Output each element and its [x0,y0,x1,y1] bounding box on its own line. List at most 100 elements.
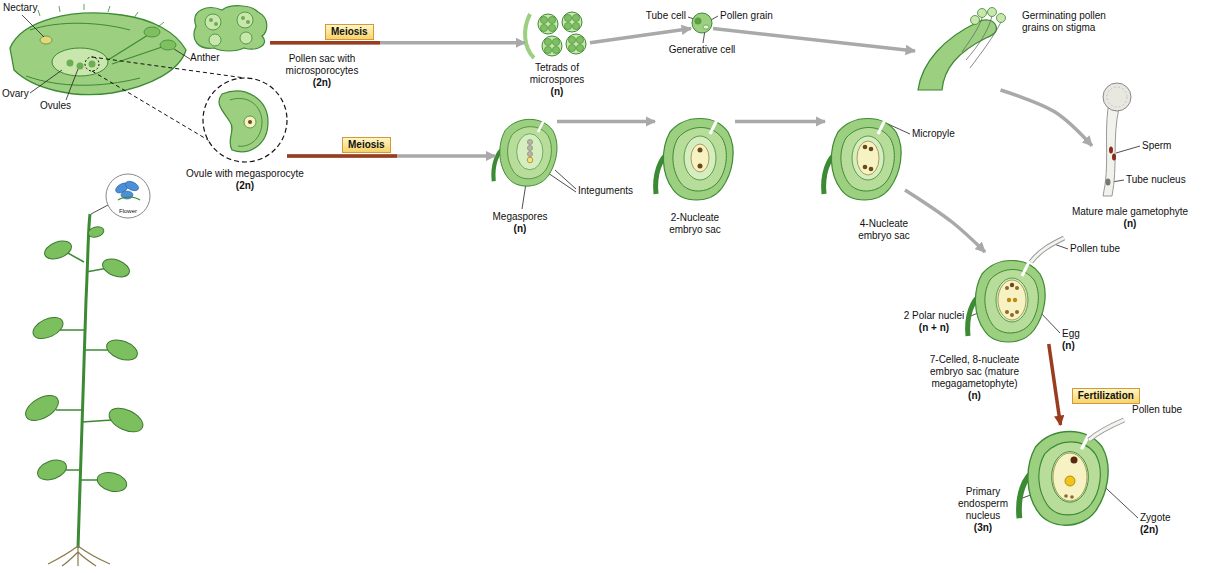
pollen-tube-figure [1103,108,1119,196]
stage-caption: Tube nucleus [1126,174,1201,186]
leader-lines [711,16,718,20]
part-label: Nectary [3,2,53,14]
mature-embryo-sac [1010,313,1014,317]
megaspore-ovule [527,157,533,163]
stigma [918,20,996,90]
stage-caption: 4-Nucleate embryo sac [848,218,920,242]
two-nucleate-ovule [698,148,703,153]
flower-section [40,36,52,44]
mature-embryo-sac [1010,283,1014,287]
ploidy-label: (2n) [185,180,305,192]
megaspore-ovule [527,151,532,156]
ploidy-label: (3n) [950,522,1016,534]
plant [21,390,62,425]
pollen-grain [695,18,702,25]
stage-caption: Zygote [1140,512,1200,524]
mature-embryo-sac [998,280,1026,320]
stage-caption: Ovule with megasporocyte [185,168,305,180]
plant [95,469,129,494]
pollen-grain [703,25,709,29]
stage-caption: Tube cell [630,10,686,22]
plant [118,197,140,200]
ploidy-label: (n) [912,390,1037,402]
flower-section [77,63,84,70]
plant [21,225,146,494]
stage-caption: Egg [1062,328,1102,340]
fertilized-ovule [1070,495,1074,499]
stage-caption: 2 Polar nuclei [903,310,965,322]
stage-arrow [735,121,825,122]
stage-caption: Micropyle [912,128,972,140]
pollen-sac [194,6,267,51]
microspore-tetrads [525,12,586,58]
stage-arrow [1001,90,1093,146]
stage-figure: Pollen sac with microsporocytes(2n) [190,6,270,52]
plant [42,238,74,263]
ploidy-label: (n) [480,223,560,235]
ploidy-label: (n) [1060,218,1200,230]
microspore-tetrads [566,34,586,54]
four-nucleate-ovule [863,145,868,150]
stage-arrow [557,121,655,122]
stage-arrow-line [557,120,655,124]
ovule-zoom [203,78,287,162]
part-label: Anther [190,52,234,64]
stage-caption: 7-Celled, 8-nucleate embryo sac (mature … [912,354,1037,390]
stage-arrow [287,155,495,156]
stage-arrow-line [713,29,915,52]
stigma [978,9,987,18]
stage-figure: Ovule with megasporocyte(2n) [203,78,287,162]
ovule-zoom [219,91,268,152]
pollen-grain [692,13,712,33]
stage-figure: Tetrads of microspores(n) [525,12,590,58]
pollen-grain [692,13,712,33]
two-nucleate-ovule [698,164,703,169]
flower-section [30,23,130,30]
plant [21,174,150,566]
stage-arrow-line [905,190,985,252]
fertilized-ovule [1053,453,1087,501]
megaspore-ovule [493,119,557,186]
pollen-sac [240,32,252,44]
pollen-tube-figure [1106,179,1111,186]
fertilized-ovule [1065,476,1075,486]
stage-caption: Mature male gametophyte [1060,206,1200,218]
stage-arrow-line [735,120,825,124]
flower-section [89,61,96,68]
flower-section [144,27,160,37]
stigma [988,8,997,17]
four-nucleate-ovule [863,165,868,170]
leader-lines [30,70,62,93]
process-label: Fertilization [1072,388,1140,404]
megaspore-ovule [527,139,532,144]
stage-caption: Pollen sac with microsporocytes [272,53,372,77]
stigma [918,8,1006,91]
ploidy-label: (n + n) [903,322,965,334]
stage-caption: Primary endosperm nucleus [950,486,1016,522]
ploidy-label: (n) [518,86,596,98]
plant [100,256,132,281]
two-nucleate-ovule [656,118,734,200]
mature-embryo-sac [1015,310,1019,314]
stage-arrow-line [1001,90,1093,146]
stage-arrow-line [287,154,495,158]
stage-arrow-line [590,29,691,43]
stage-arrow-line [270,41,525,45]
ploidy-label: (2n) [272,77,372,89]
stage-caption: Megaspores [480,211,560,223]
ovule-zoom [248,120,252,124]
pollen-sac [209,18,213,22]
leader-lines [1116,146,1140,153]
flower-section [67,60,74,67]
mature-embryo-sac [968,260,1046,342]
plant [35,456,69,483]
pollen-sac [241,16,245,20]
stigma [962,16,1001,68]
flower-section [38,4,164,27]
stage-caption: 2-Nucleate embryo sac [655,212,735,236]
ploidy-label: (2n) [1140,524,1200,536]
pollen-sac [194,6,267,51]
